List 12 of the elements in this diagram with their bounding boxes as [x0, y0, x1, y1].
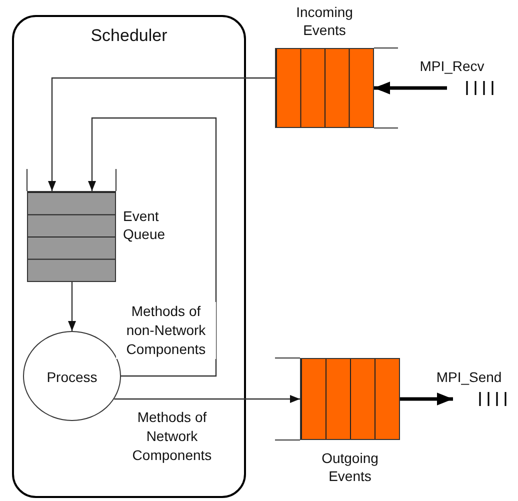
connector-arrow [68, 282, 76, 331]
node-label: Process [46, 368, 98, 386]
thick-arrow [400, 392, 453, 406]
connector-arrow [48, 77, 275, 191]
connector-arrow [88, 117, 217, 377]
edge-label: Methods of non-Network Components [116, 302, 216, 359]
node-label: Outgoing Events [320, 449, 380, 485]
connector-arrow [114, 395, 300, 403]
thick-arrow [374, 82, 447, 94]
node-label: Incoming Events [295, 3, 354, 39]
node-label: Event Queue [123, 207, 166, 243]
container-title: Scheduler [90, 27, 168, 45]
